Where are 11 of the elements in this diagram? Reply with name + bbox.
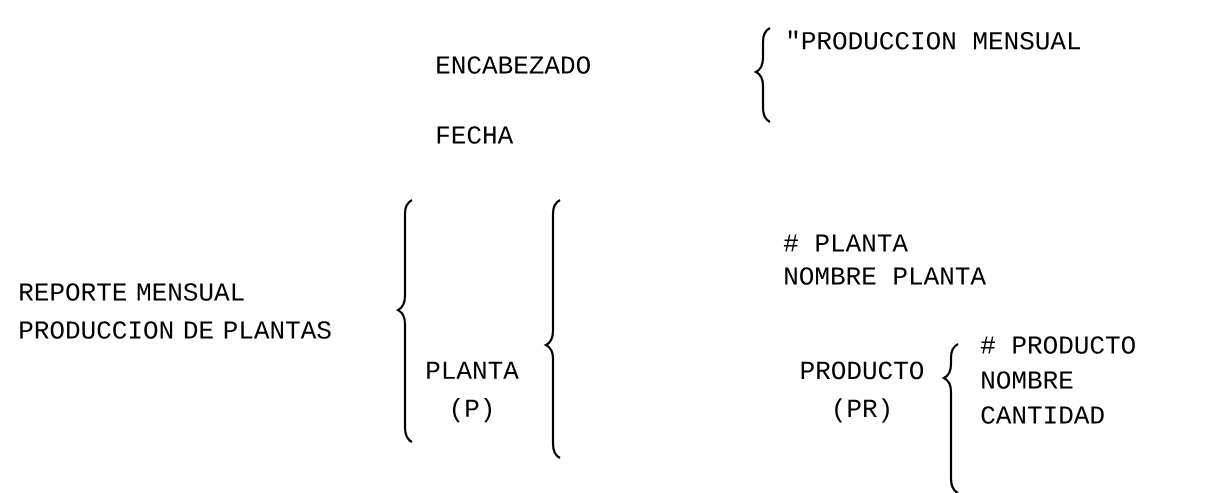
text-label: ENCABEZADO xyxy=(437,56,590,74)
text-label: PLANTA (P) xyxy=(427,361,519,423)
text-label: # PLANTA xyxy=(783,234,908,252)
text-label: # PRODUCTO xyxy=(980,336,1135,354)
text-label: NOMBRE xyxy=(982,371,1073,389)
text-label: PRODUCTO (PR) xyxy=(801,361,924,423)
text-label: FECHA xyxy=(437,126,514,144)
text-label: NOMBRE PLANTA xyxy=(785,267,986,285)
text-label: "PRODUCCION MENSUAL xyxy=(788,30,1080,50)
text-label: CANTIDAD xyxy=(981,406,1104,424)
text-label: REPORTE MENSUAL PRODUCCION DE PLANTAS xyxy=(20,283,331,339)
